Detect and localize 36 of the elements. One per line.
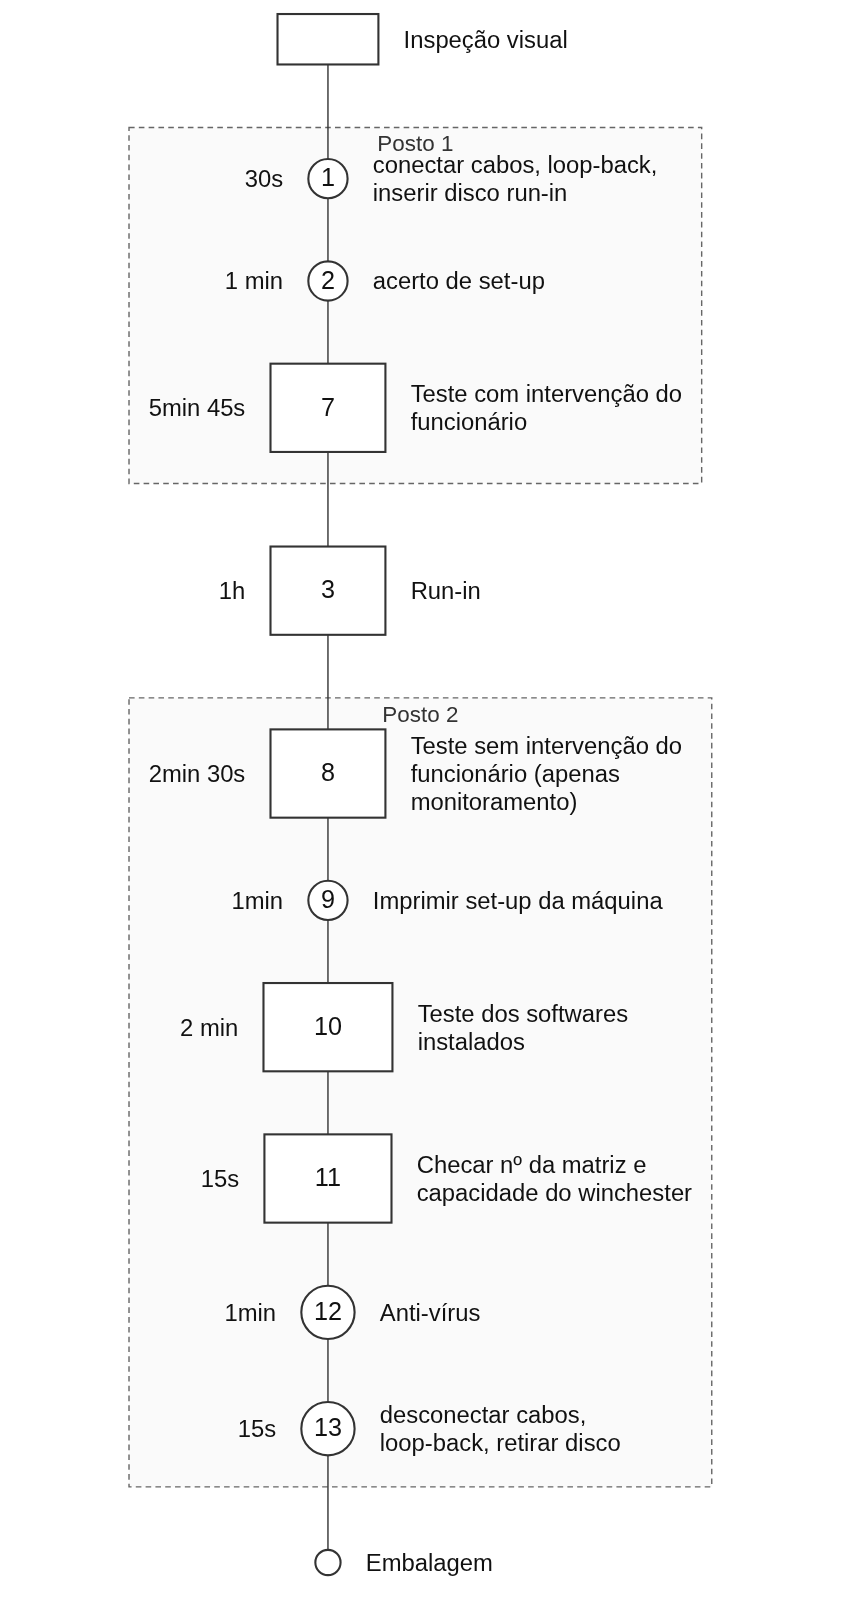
step-description: Run-in <box>410 577 481 605</box>
duration-label: 2 min <box>180 1013 239 1041</box>
node-circle: 9 <box>307 879 349 922</box>
step-description: Teste com intervenção do funcionário <box>410 380 683 436</box>
node-box <box>276 12 380 66</box>
node-circle: 13 <box>300 1401 356 1457</box>
node-box: 10 <box>262 982 394 1073</box>
node-circle: 2 <box>307 260 349 302</box>
duration-label: 15s <box>200 1164 240 1192</box>
step-description: desconectar cabos, loop-back, retirar disco <box>379 1401 621 1457</box>
node-box: 8 <box>269 728 387 819</box>
node-box: 7 <box>269 362 387 453</box>
duration-label: 1min <box>231 886 284 914</box>
step-description: conectar cabos, loop-back, inserir disco run-in <box>372 151 658 207</box>
step-description: Teste sem intervenção do funcionário (apenas monitoramento) <box>410 731 683 815</box>
step-description: Teste dos softwares instalados <box>417 999 629 1055</box>
duration-label: 2min 30s <box>148 759 246 787</box>
step-description: Embalagem <box>365 1548 493 1576</box>
duration-label: 5min 45s <box>148 394 246 422</box>
connector <box>327 1338 329 1403</box>
duration-label: 1 min <box>225 267 284 295</box>
step-description: Imprimir set-up da máquina <box>372 886 663 914</box>
node-box: 11 <box>263 1133 393 1224</box>
duration-label: 1h <box>218 577 246 605</box>
node-circle <box>314 1548 342 1577</box>
node-circle: 1 <box>307 158 349 200</box>
step-description: Anti-vírus <box>379 1298 481 1326</box>
duration-label: 30s <box>244 165 284 193</box>
node-box: 3 <box>269 545 387 636</box>
step-description: acerto de set-up <box>372 267 545 295</box>
step-description: Inspeção visual <box>403 25 568 53</box>
node-circle: 12 <box>300 1284 356 1341</box>
connector <box>327 919 329 984</box>
step-description: Checar nº da matriz e capacidade do winchester <box>416 1150 693 1206</box>
duration-label: 15s <box>237 1415 277 1443</box>
duration-label: 1min <box>224 1298 277 1326</box>
